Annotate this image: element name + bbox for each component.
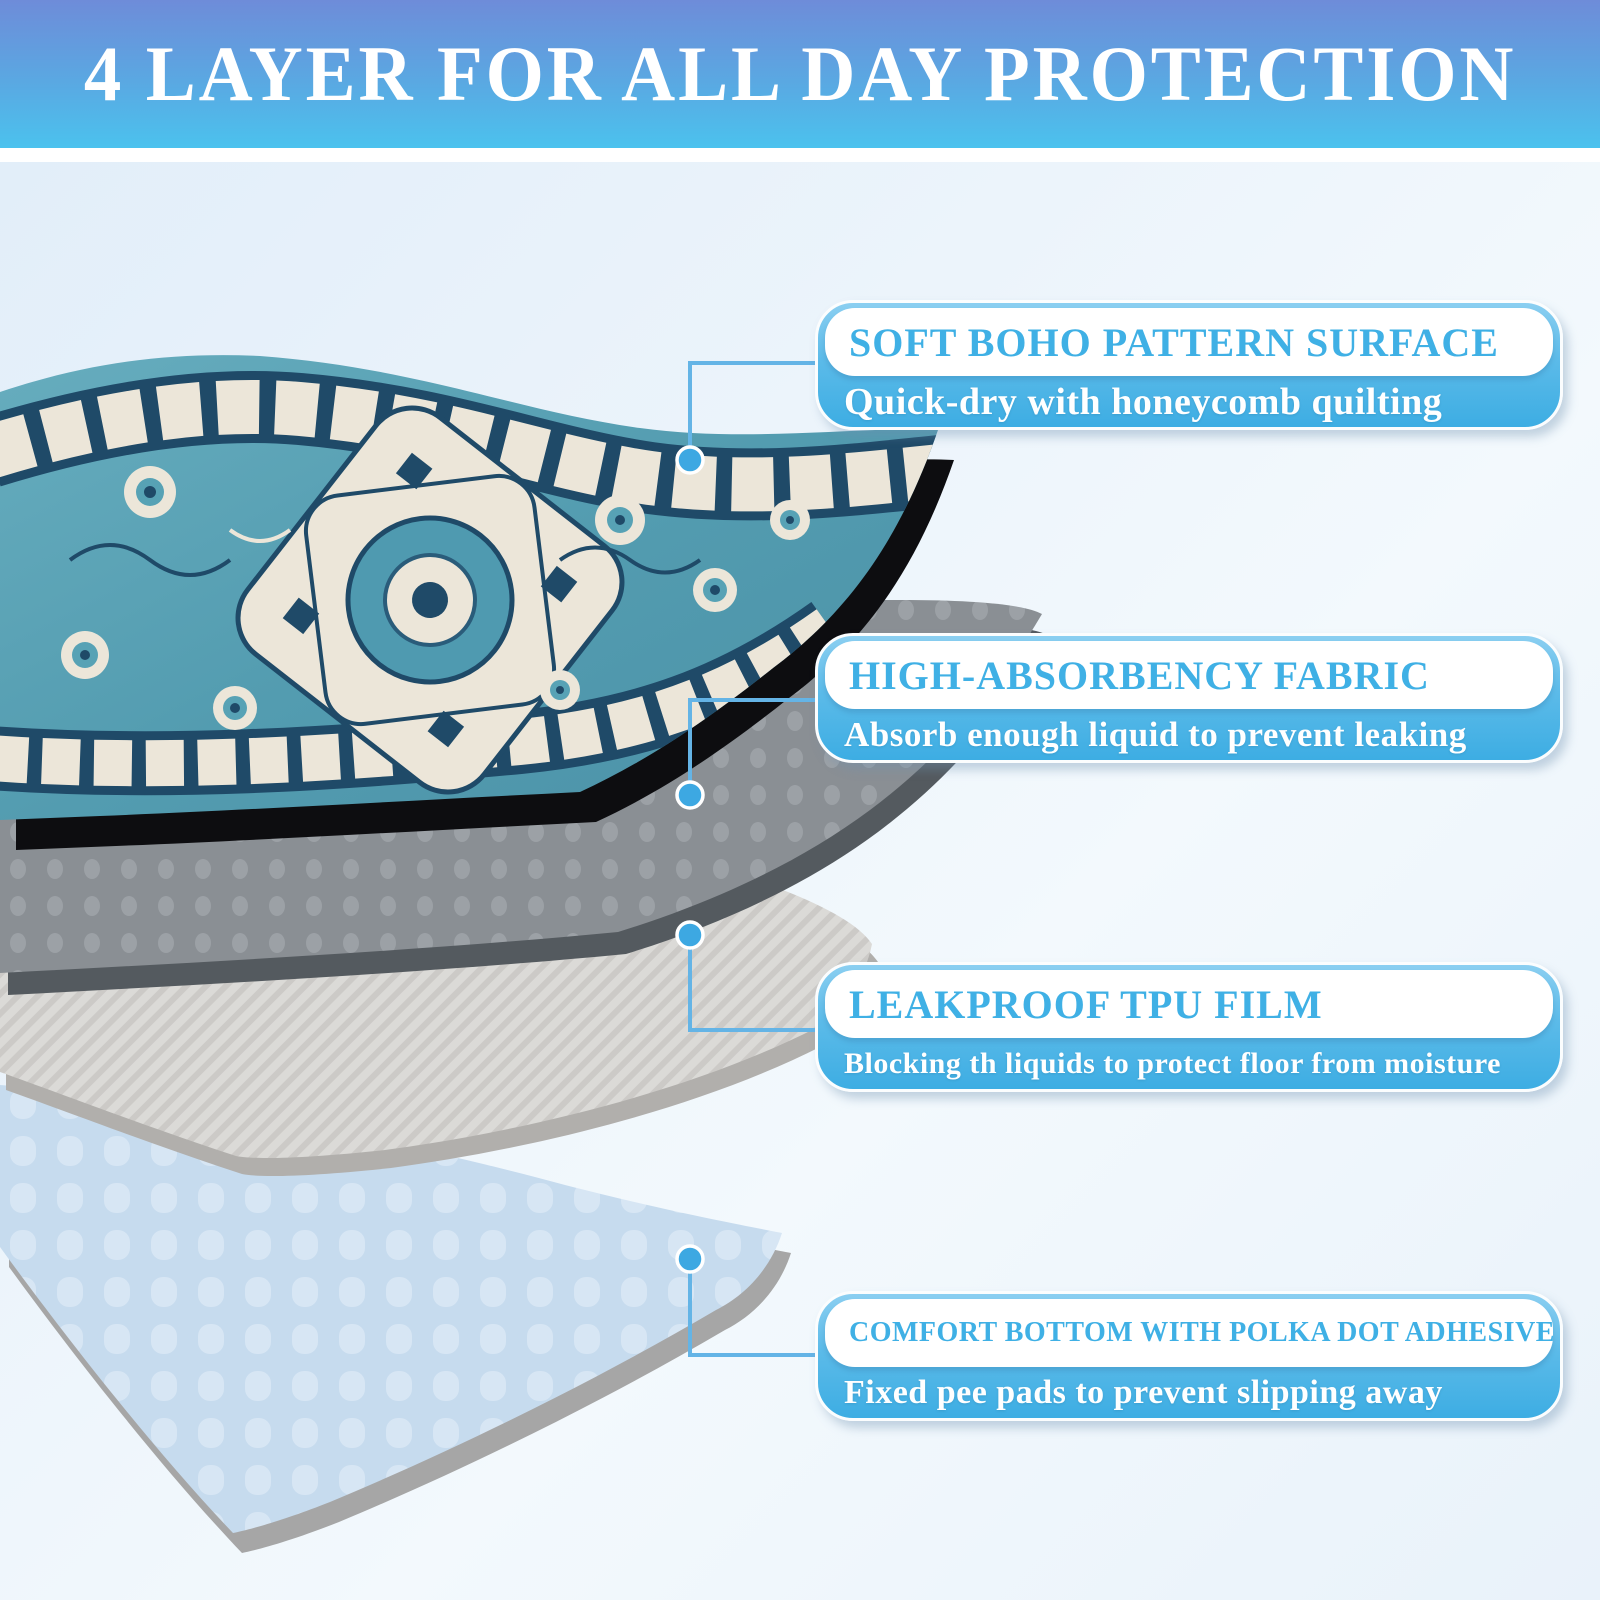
connector-line-tpu [688, 935, 817, 1032]
connector-dot-bottom [675, 1244, 705, 1274]
callout-tpu-layer: LEAKPROOF TPU FILM Blocking th liquids t… [815, 962, 1563, 1092]
callout-title-pill: COMFORT BOTTOM WITH POLKA DOT ADHESIVE [825, 1299, 1555, 1367]
header-banner: 4 LAYER FOR ALL DAY PROTECTION [0, 0, 1600, 148]
surface-layer-title: SOFT BOHO PATTERN SURFACE [849, 319, 1499, 365]
callout-surface-layer: SOFT BOHO PATTERN SURFACE Quick-dry with… [815, 300, 1563, 430]
callout-title-pill: LEAKPROOF TPU FILM [825, 970, 1553, 1038]
callout-bottom-layer: COMFORT BOTTOM WITH POLKA DOT ADHESIVE F… [815, 1291, 1563, 1421]
absorbent-layer-title: HIGH-ABSORBENCY FABRIC [849, 652, 1430, 698]
tpu-layer-title: LEAKPROOF TPU FILM [849, 981, 1323, 1027]
connector-line-bottom [688, 1259, 817, 1357]
tpu-layer-subtitle: Blocking th liquids to protect floor fro… [844, 1047, 1501, 1080]
absorbent-layer-subtitle: Absorb enough liquid to prevent leaking [844, 715, 1467, 754]
page-title: 4 LAYER FOR ALL DAY PROTECTION [83, 30, 1517, 117]
connector-dot-tpu [675, 920, 705, 950]
callout-title-pill: SOFT BOHO PATTERN SURFACE [825, 308, 1553, 376]
connector-dots [675, 445, 705, 1274]
rug-rosettes [61, 466, 810, 730]
connector-line-surface [688, 361, 817, 460]
surface-layer-subtitle: Quick-dry with honeycomb quilting [844, 381, 1443, 423]
connector-line-absorbent [688, 698, 817, 795]
connector-dot-surface [675, 445, 705, 475]
callout-title-pill: HIGH-ABSORBENCY FABRIC [825, 641, 1553, 709]
bottom-layer-graphic [0, 1085, 791, 1553]
bottom-layer-title: COMFORT BOTTOM WITH POLKA DOT ADHESIVE [849, 1317, 1555, 1348]
connector-lines [688, 361, 817, 1357]
callout-absorbent-layer: HIGH-ABSORBENCY FABRIC Absorb enough liq… [815, 633, 1563, 763]
connector-dot-absorbent [675, 780, 705, 810]
bottom-layer-subtitle: Fixed pee pads to prevent slipping away [844, 1374, 1443, 1411]
